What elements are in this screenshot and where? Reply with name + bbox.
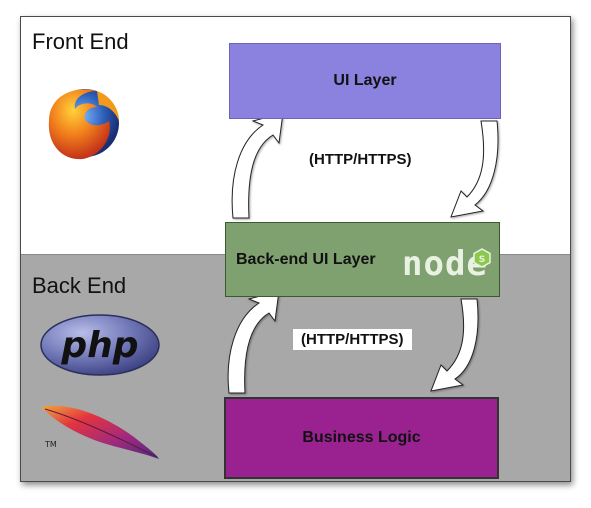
protocol-label-bottom: (HTTP/HTTPS) [293,329,412,350]
backend-ui-layer-box: Back-end UI Layer node S [225,222,500,297]
ui-layer-label: UI Layer [333,72,397,89]
backend-ui-layer-label: Back-end UI Layer [236,250,376,268]
php-logo-icon: php [40,314,160,376]
apache-feather-icon: TM [41,405,159,459]
arrow-up-to-ui [231,112,284,219]
protocol-label-top: (HTTP/HTTPS) [309,151,412,168]
node-logo-icon: node S [402,244,491,284]
architecture-diagram: Front End Back End [20,16,571,482]
back-end-title: Back End [32,273,127,298]
svg-text:S: S [479,255,485,265]
front-end-title: Front End [32,29,129,54]
business-logic-box: Business Logic [224,397,499,479]
ui-layer-box: UI Layer [229,43,501,119]
firefox-logo-icon [48,89,119,160]
node-logo-text: node [402,244,488,284]
flow-arrows [227,112,499,394]
svg-text:TM: TM [44,440,57,449]
arrow-down-to-business [430,298,479,392]
business-logic-label: Business Logic [302,429,421,446]
arrow-down-to-backend [450,120,499,218]
arrow-up-to-backend [227,290,280,394]
php-logo-text: php [60,325,138,366]
